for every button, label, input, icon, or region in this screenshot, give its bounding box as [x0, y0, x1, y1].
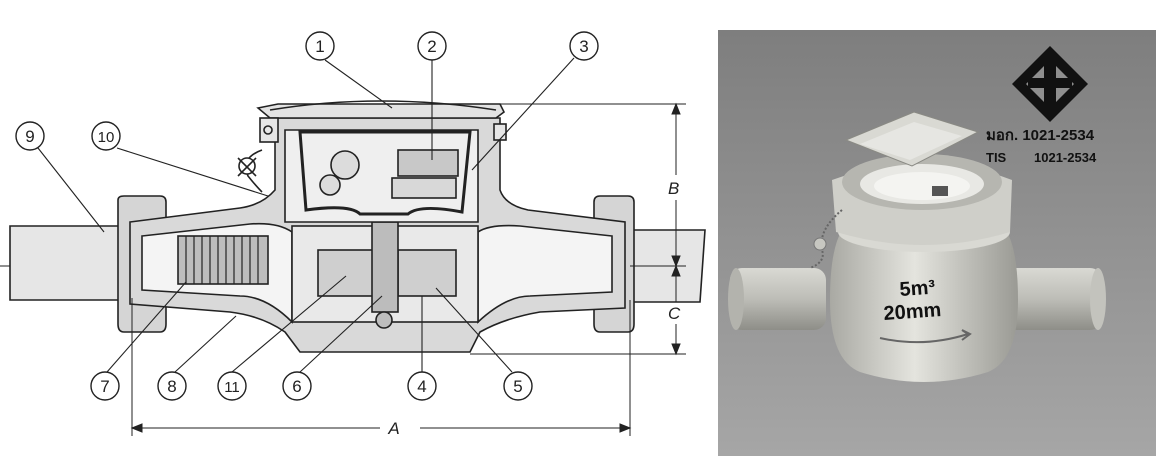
cert-thai-label: มอก. 1021-2534 — [986, 127, 1095, 144]
callout-number: 6 — [292, 377, 301, 396]
callout-8: 8 — [157, 371, 187, 401]
callout-7: 7 — [90, 371, 120, 401]
dimension-label-a: A — [387, 419, 399, 438]
callout-2: 2 — [417, 31, 447, 61]
callout-number: 10 — [98, 129, 115, 146]
callout-10: 10 — [91, 121, 121, 151]
callout-number: 3 — [579, 37, 588, 56]
register-cover-frame — [298, 130, 472, 216]
impeller-right — [397, 249, 457, 297]
register-dial — [330, 150, 360, 180]
callout-number: 8 — [167, 377, 176, 396]
leader-lines — [37, 57, 575, 373]
photo-flow-arrow — [879, 329, 972, 344]
callout-number: 7 — [100, 377, 109, 396]
tis-logo-icon — [1012, 46, 1088, 122]
left-pipe — [9, 225, 133, 301]
cert-tis-number: 1021-2534 — [1034, 150, 1097, 165]
callout-6: 6 — [282, 371, 312, 401]
callout-9: 9 — [15, 121, 45, 151]
callout-1: 1 — [305, 31, 335, 61]
callout-5: 5 — [503, 371, 533, 401]
photo-body-marking-size: 20mm — [883, 299, 942, 325]
dimension-lines — [130, 102, 686, 436]
impeller-left — [317, 249, 377, 297]
callout-number: 9 — [25, 127, 34, 146]
photo-body-marking-volume: 5m³ — [899, 277, 936, 301]
callout-number: 2 — [427, 37, 436, 56]
callout-4: 4 — [407, 371, 437, 401]
callout-number: 1 — [315, 37, 324, 56]
cert-tis-label: TIS — [986, 150, 1007, 165]
photo-left-connector — [730, 268, 826, 330]
callout-11: 11 — [217, 371, 247, 401]
callout-number: 4 — [417, 377, 426, 396]
product-photo: 5m³ 20mm มอก. 1021-2534 TIS 1021-2534 — [718, 30, 1156, 456]
dimension-label-c: C — [668, 304, 681, 323]
register-gear — [397, 149, 459, 177]
strainer — [177, 235, 269, 285]
photo-right-connector — [1000, 268, 1102, 330]
callout-3: 3 — [569, 31, 599, 61]
seal-wire — [245, 149, 263, 193]
callout-number: 5 — [513, 377, 522, 396]
cross-section-drawing — [0, 100, 706, 353]
bottom-plug — [375, 311, 393, 329]
callouts: 1 2 3 4 5 6 7 8 — [15, 31, 599, 401]
dimension-label-b: B — [668, 179, 679, 198]
callout-number: 11 — [224, 379, 240, 396]
photo-seal-chain — [809, 209, 843, 269]
impeller-shaft — [371, 221, 399, 313]
lid-hinge — [259, 117, 279, 143]
photo-meter-body — [830, 230, 1018, 382]
